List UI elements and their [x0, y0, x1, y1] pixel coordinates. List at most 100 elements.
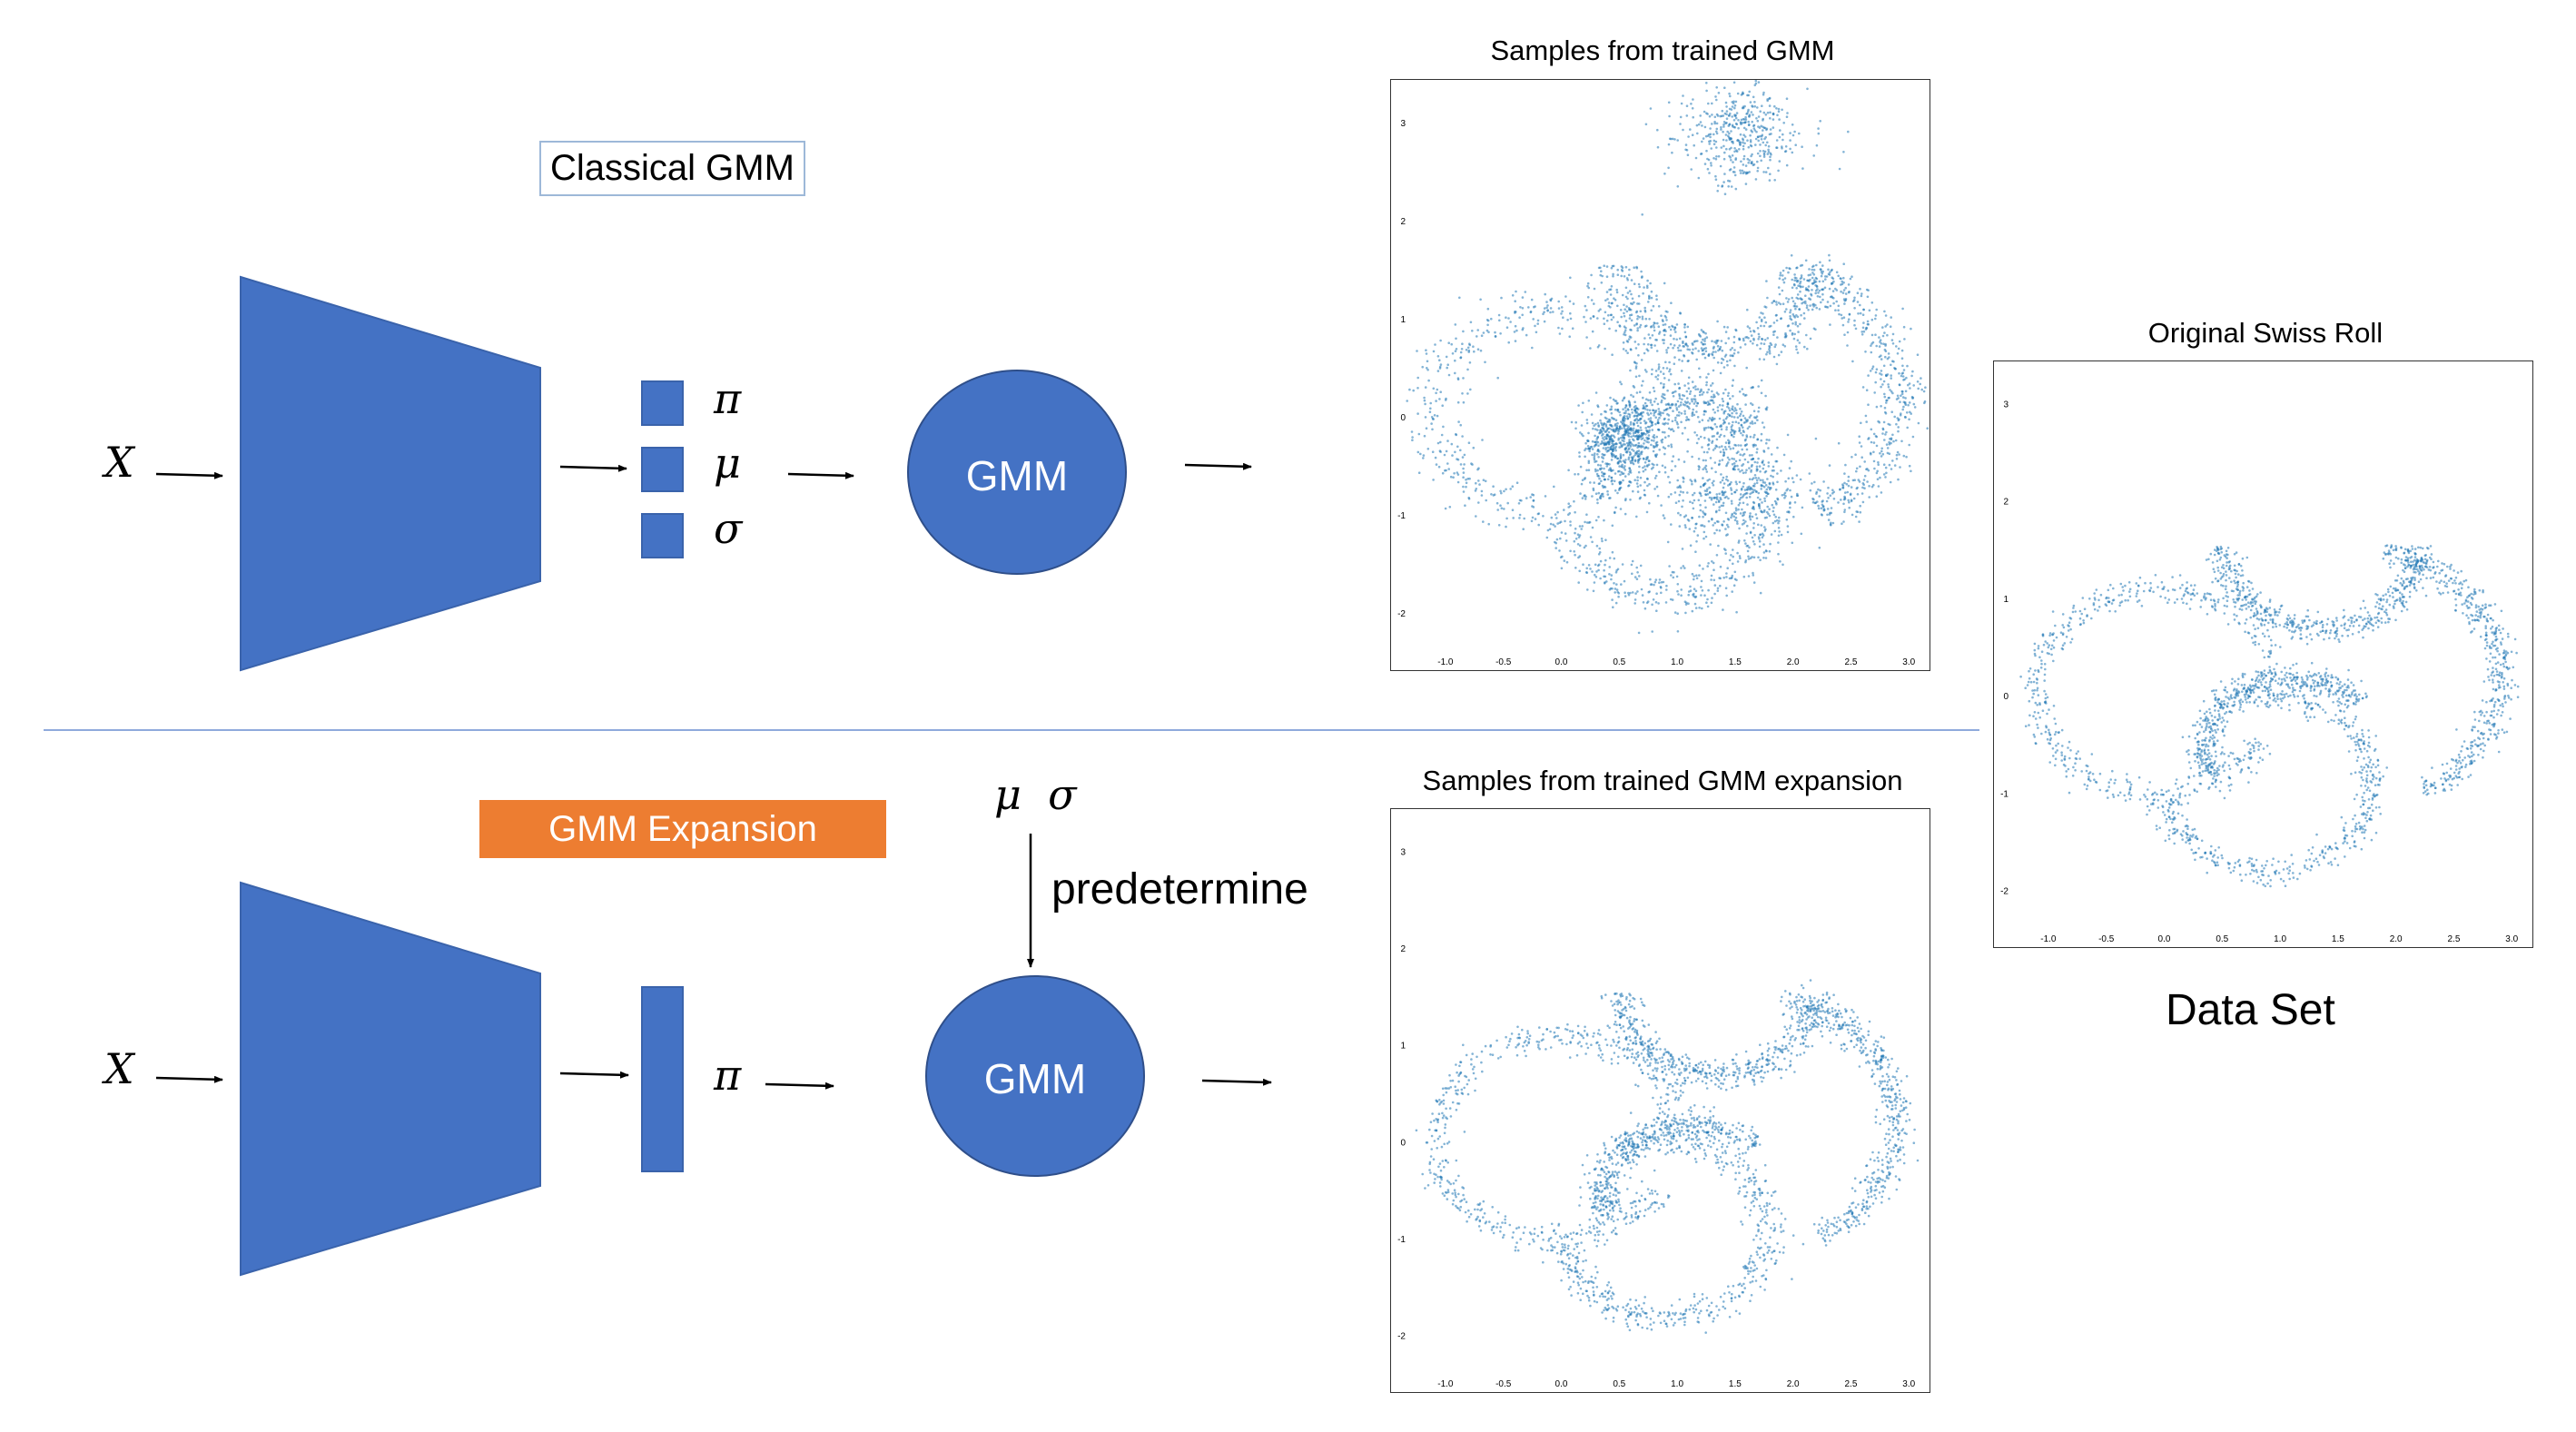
data-point: [1743, 1179, 1747, 1181]
data-point: [1866, 320, 1870, 323]
data-point: [1745, 532, 1748, 535]
data-point: [1666, 389, 1669, 392]
data-point: [1553, 1229, 1555, 1232]
data-point: [1425, 352, 1428, 355]
data-point: [1722, 482, 1726, 485]
data-point: [1582, 1259, 1584, 1263]
data-point: [1639, 412, 1643, 415]
data-point: [1860, 331, 1863, 333]
data-point: [1596, 1270, 1599, 1274]
data-point: [1764, 407, 1768, 410]
data-point: [1500, 507, 1504, 509]
data-point: [1622, 1306, 1624, 1309]
data-point: [1783, 311, 1787, 313]
data-point: [1578, 544, 1582, 548]
data-point: [1820, 301, 1822, 304]
data-point: [1729, 94, 1732, 98]
data-point: [1851, 456, 1853, 459]
data-point: [1681, 505, 1683, 509]
data-point: [1624, 295, 1628, 299]
data-point: [1667, 495, 1671, 499]
data-point: [1730, 185, 1733, 188]
data-point: [1815, 285, 1819, 288]
data-point: [1663, 470, 1667, 474]
data-point: [1441, 404, 1444, 408]
data-point: [1673, 611, 1677, 614]
data-point: [1795, 305, 1799, 308]
data-point: [1605, 275, 1609, 278]
data-point: [1649, 336, 1652, 340]
data-point: [1589, 1279, 1593, 1283]
gmm-node-bottom: [925, 975, 1145, 1177]
data-point: [1906, 364, 1909, 368]
data-point: [1700, 586, 1703, 588]
data-point: [1692, 593, 1694, 597]
data-point: [1897, 419, 1900, 422]
data-point: [1505, 316, 1507, 320]
data-point: [1656, 145, 1660, 149]
data-point: [1758, 126, 1762, 129]
data-point: [1651, 423, 1654, 427]
data-point: [1584, 1052, 1587, 1055]
data-point: [1627, 458, 1630, 461]
data-point: [1584, 1259, 1587, 1262]
data-point: [1715, 425, 1718, 429]
data-point: [1457, 1192, 1460, 1196]
data-point: [1762, 129, 1764, 132]
data-point: [1687, 382, 1690, 385]
data-point: [1678, 397, 1682, 400]
data-point: [1587, 1299, 1591, 1302]
data-point: [1640, 429, 1643, 432]
data-point: [1561, 1259, 1564, 1263]
data-point: [1616, 304, 1619, 308]
data-point: [1616, 268, 1619, 272]
data-point: [1689, 390, 1693, 393]
data-point: [1504, 1218, 1506, 1221]
data-point: [1696, 388, 1700, 390]
data-point: [1905, 376, 1908, 380]
data-point: [1441, 1160, 1445, 1162]
data-point: [1742, 454, 1744, 457]
data-point: [1619, 473, 1622, 477]
data-point: [1706, 597, 1709, 601]
data-point: [1864, 414, 1868, 418]
data-point: [1467, 496, 1470, 499]
data-point: [1643, 442, 1645, 445]
data-point: [1741, 388, 1744, 390]
data-point: [1889, 389, 1891, 391]
data-point: [1671, 428, 1673, 430]
data-point: [1809, 304, 1811, 307]
data-point: [1885, 443, 1889, 446]
data-point: [1604, 299, 1607, 302]
data-point: [1627, 472, 1630, 476]
data-point: [1448, 1107, 1452, 1110]
data-point: [1853, 296, 1856, 300]
data-point: [1742, 163, 1745, 166]
data-point: [1594, 434, 1596, 438]
data-point: [1762, 551, 1766, 554]
data-point: [1694, 589, 1698, 593]
data-point: [1806, 279, 1809, 282]
data-point: [1720, 428, 1723, 431]
data-point: [1593, 581, 1596, 584]
data-point: [1678, 394, 1682, 398]
data-point: [1757, 332, 1761, 336]
data-point: [1618, 425, 1622, 429]
data-point: [1705, 82, 1708, 84]
data-point: [1655, 435, 1658, 439]
data-point: [1499, 1055, 1502, 1059]
data-point: [1737, 351, 1740, 354]
data-point: [1594, 468, 1597, 471]
data-point: [1587, 459, 1591, 463]
data-point: [1739, 346, 1742, 349]
data-point: [1682, 565, 1685, 568]
data-point: [1680, 102, 1683, 105]
data-point: [1738, 539, 1741, 542]
data-point: [1686, 153, 1690, 156]
data-point: [1752, 485, 1756, 488]
data-point: [1827, 486, 1830, 489]
data-point: [1692, 98, 1694, 101]
data-point: [1789, 132, 1791, 134]
data-point: [1734, 480, 1738, 483]
data-point: [1841, 522, 1843, 525]
